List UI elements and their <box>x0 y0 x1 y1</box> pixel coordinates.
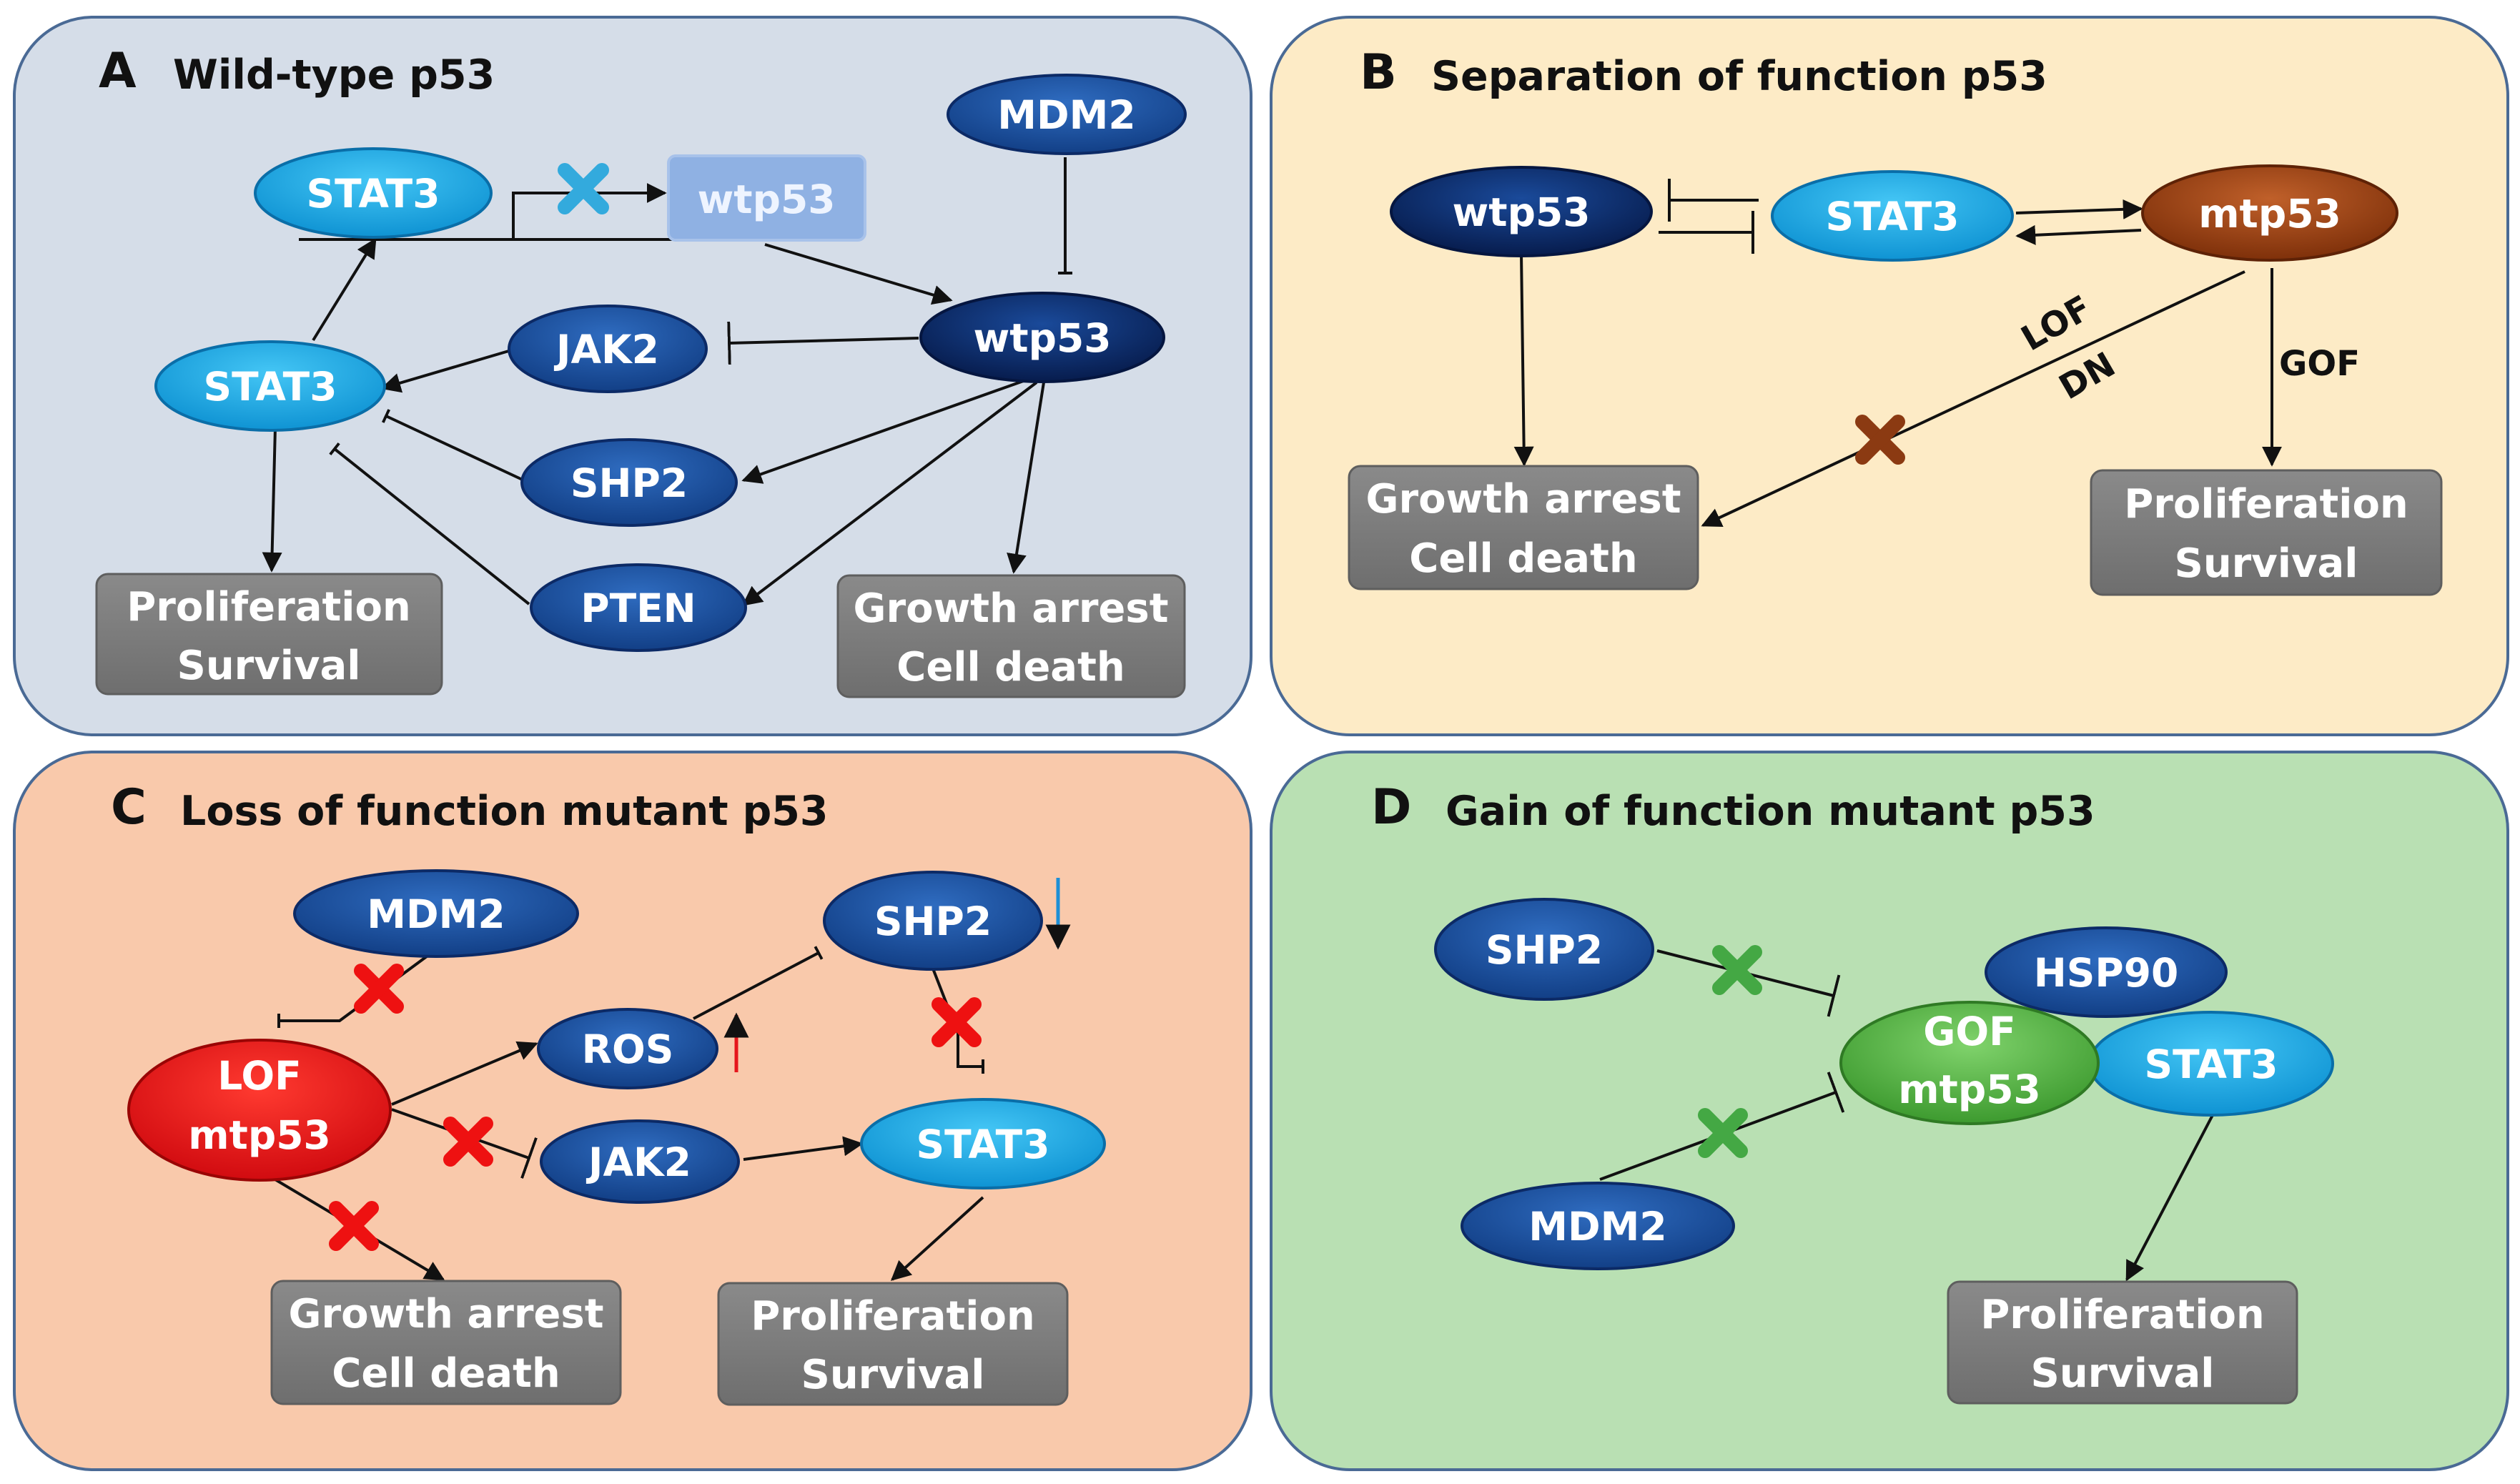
panel-d-node-hsp90: HSP90 <box>1985 926 2228 1018</box>
panel-d-node-shp2: SHP2 <box>1434 898 1654 1001</box>
panel-a-edges <box>262 157 1072 606</box>
svg-text:Cell death: Cell death <box>896 644 1125 691</box>
svg-text:mtp53: mtp53 <box>188 1112 331 1158</box>
panel-a-node-wtp53-inactive: wtp53 <box>667 154 866 242</box>
svg-text:ROS: ROS <box>582 1027 674 1072</box>
svg-text:SHP2: SHP2 <box>874 899 992 944</box>
svg-text:STAT3: STAT3 <box>204 364 337 410</box>
svg-text:wtp53: wtp53 <box>973 315 1111 361</box>
svg-text:PTEN: PTEN <box>580 585 696 631</box>
panel-c: C Loss of function mutant p53 MDM2 <box>13 751 1252 1471</box>
panel-d-node-mdm2: MDM2 <box>1461 1182 1735 1270</box>
panel-a-box-growth-arrest: Growth arrest Cell death <box>836 574 1186 698</box>
svg-text:MDM2: MDM2 <box>367 891 505 937</box>
panel-c-blocked-crosses <box>329 964 982 1251</box>
svg-text:Growth arrest: Growth arrest <box>288 1291 603 1337</box>
panel-a-title: Wild-type p53 <box>173 51 495 99</box>
svg-text:STAT3: STAT3 <box>1826 194 1960 239</box>
panel-d-letter: D <box>1371 779 1411 836</box>
panel-b-node-mtp53: mtp53 <box>2141 164 2398 262</box>
panel-b-title: Separation of function p53 <box>1431 53 2047 100</box>
svg-text:Survival: Survival <box>2174 540 2358 587</box>
panel-a-letter: A <box>99 43 137 99</box>
panel-a-node-wtp53: wtp53 <box>919 292 1165 383</box>
svg-text:STAT3: STAT3 <box>307 171 440 217</box>
svg-text:Proliferation: Proliferation <box>1980 1292 2265 1338</box>
panel-c-node-stat3: STAT3 <box>860 1098 1106 1189</box>
panel-a-node-stat3: STAT3 <box>154 340 386 432</box>
svg-text:SHP2: SHP2 <box>1486 927 1603 973</box>
panel-c-node-jak2: JAK2 <box>540 1119 740 1204</box>
svg-text:HSP90: HSP90 <box>2034 950 2179 996</box>
panel-a-node-mdm2: MDM2 <box>947 74 1187 155</box>
panel-a-node-jak2: JAK2 <box>508 305 708 393</box>
svg-text:GOF: GOF <box>1923 1009 2015 1054</box>
svg-text:STAT3: STAT3 <box>2145 1042 2278 1087</box>
panel-a-node-pten: PTEN <box>530 563 747 652</box>
panel-d-title: Gain of function mutant p53 <box>1446 788 2095 835</box>
svg-text:STAT3: STAT3 <box>916 1122 1050 1167</box>
panel-d-box-proliferation: Proliferation Survival <box>1947 1280 2298 1405</box>
svg-text:JAK2: JAK2 <box>585 1139 691 1185</box>
panel-d-blocked-crosses <box>1698 945 1762 1158</box>
panel-c-letter: C <box>111 779 147 836</box>
svg-text:Survival: Survival <box>177 643 360 689</box>
svg-text:wtp53: wtp53 <box>1452 189 1590 235</box>
panel-d-node-stat3: STAT3 <box>2088 1011 2334 1117</box>
svg-text:mtp53: mtp53 <box>1898 1067 2041 1112</box>
svg-text:Proliferation: Proliferation <box>127 584 411 630</box>
panel-b-box-growth-arrest: Growth arrest Cell death <box>1348 465 1699 590</box>
panel-b-blocked-cross <box>1855 415 1905 465</box>
panel-d: D Gain of function mutant p53 SHP2 HSP90… <box>1270 751 2509 1471</box>
svg-text:JAK2: JAK2 <box>553 327 659 372</box>
svg-text:Proliferation: Proliferation <box>751 1293 1035 1340</box>
svg-text:Cell death: Cell death <box>1409 535 1637 582</box>
svg-text:mtp53: mtp53 <box>2198 191 2341 237</box>
panel-c-box-proliferation: Proliferation Survival <box>717 1282 1069 1406</box>
panel-a: A Wild-type p53 MDM2 <box>13 16 1252 736</box>
svg-text:SHP2: SHP2 <box>570 460 688 506</box>
panel-b-label-gof: GOF <box>2279 344 2360 384</box>
svg-text:Survival: Survival <box>801 1352 984 1398</box>
svg-text:Growth arrest: Growth arrest <box>853 585 1168 632</box>
svg-text:Growth arrest: Growth arrest <box>1365 476 1681 523</box>
panel-b-letter: B <box>1360 44 1397 101</box>
panel-d-node-gof-mtp53: GOF mtp53 <box>1839 1001 2100 1125</box>
panel-c-node-lof-mtp53: LOF mtp53 <box>127 1039 392 1182</box>
panel-a-box-proliferation: Proliferation Survival <box>95 573 443 696</box>
panel-c-node-ros: ROS <box>537 1008 718 1089</box>
panel-c-node-shp2: SHP2 <box>823 871 1043 971</box>
svg-text:Survival: Survival <box>2030 1350 2214 1397</box>
svg-text:Proliferation: Proliferation <box>2124 481 2408 528</box>
svg-text:Cell death: Cell death <box>332 1350 560 1397</box>
svg-text:MDM2: MDM2 <box>997 92 1135 138</box>
panel-a-blocked-cross <box>558 163 609 214</box>
svg-text:LOF: LOF <box>217 1053 301 1099</box>
panel-a-node-stat3-top: STAT3 <box>254 147 493 239</box>
panel-c-node-mdm2: MDM2 <box>293 869 579 958</box>
panel-b-node-stat3: STAT3 <box>1771 170 2014 262</box>
panel-a-node-shp2: SHP2 <box>520 438 738 527</box>
panel-b: B Separation of function p53 LOF DN GOF … <box>1270 16 2509 736</box>
panel-c-box-growth-arrest: Growth arrest Cell death <box>270 1280 622 1405</box>
panel-c-title: Loss of function mutant p53 <box>180 788 829 835</box>
panel-b-edges <box>1513 179 2282 527</box>
panel-b-box-proliferation: Proliferation Survival <box>2090 469 2443 596</box>
svg-text:wtp53: wtp53 <box>697 177 835 222</box>
svg-text:MDM2: MDM2 <box>1528 1204 1666 1250</box>
panel-b-node-wtp53: wtp53 <box>1390 166 1653 257</box>
